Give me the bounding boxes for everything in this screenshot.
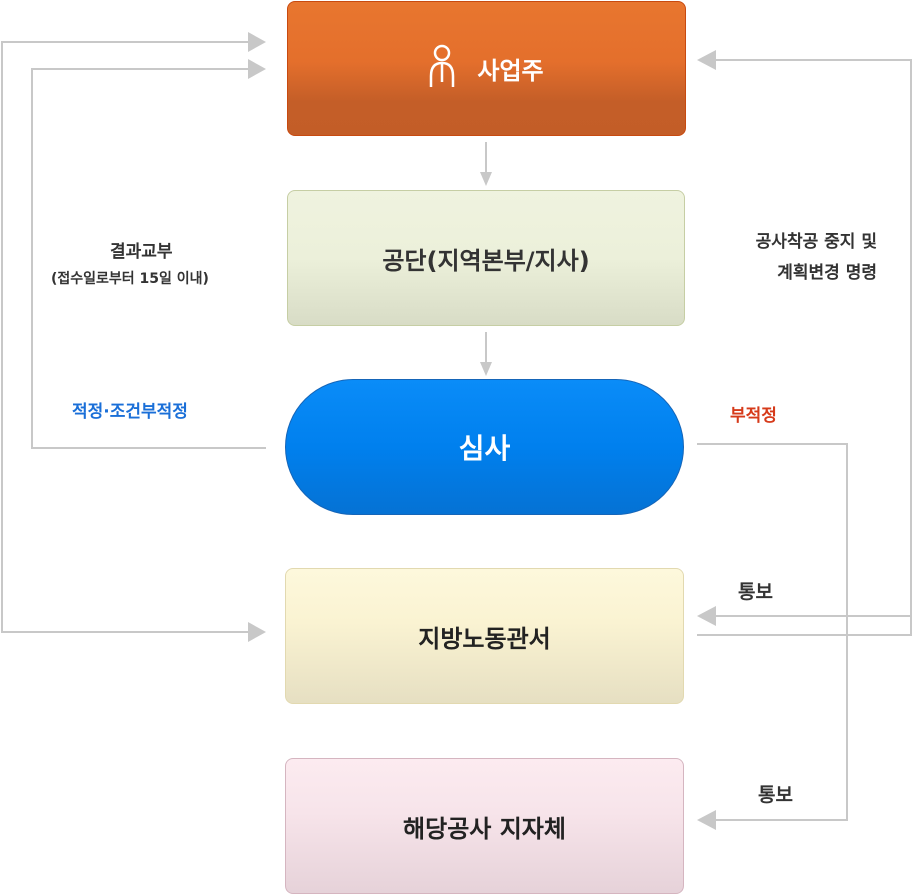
- node-local-gov: 해당공사 지자체: [285, 758, 684, 894]
- outer-right-connector: [697, 59, 912, 636]
- arrow-head: [248, 622, 266, 642]
- node-label: 공단(지역본부/지사): [382, 246, 590, 275]
- arrow-head: [480, 362, 492, 376]
- arrow-head: [697, 606, 716, 626]
- suitable-label: 적정·조건부적정: [72, 402, 188, 422]
- notify-label: 통보: [758, 784, 793, 806]
- node-labor-office: 지방노동관서: [285, 568, 684, 704]
- arrow-head: [480, 172, 492, 186]
- inner-left-connector: [31, 68, 266, 449]
- notify-label: 통보: [738, 581, 773, 603]
- order-label-line1: 공사착공 중지 및: [755, 232, 877, 252]
- arrow-head: [697, 50, 716, 70]
- person-icon: [429, 44, 455, 94]
- inner-right-connector: [697, 443, 848, 821]
- node-label: 지방노동관서: [418, 624, 551, 653]
- outer-left-connector: [1, 41, 248, 633]
- node-review: 심사: [285, 379, 684, 515]
- node-label: 심사: [458, 432, 511, 465]
- result-delivery-note: (접수일로부터 15일 이내): [51, 271, 209, 287]
- arrow-head: [248, 32, 266, 52]
- arrow-head: [697, 810, 716, 830]
- unsuitable-label: 부적정: [730, 406, 777, 426]
- arrow-head: [248, 59, 266, 79]
- node-label: 해당공사 지자체: [403, 814, 566, 843]
- node-agency: 공단(지역본부/지사): [287, 190, 685, 326]
- order-label-line2: 계획변경 명령: [777, 263, 877, 283]
- result-delivery-label: 결과교부: [110, 242, 173, 262]
- node-label: 사업주: [477, 57, 544, 85]
- node-owner: 사업주: [287, 1, 686, 136]
